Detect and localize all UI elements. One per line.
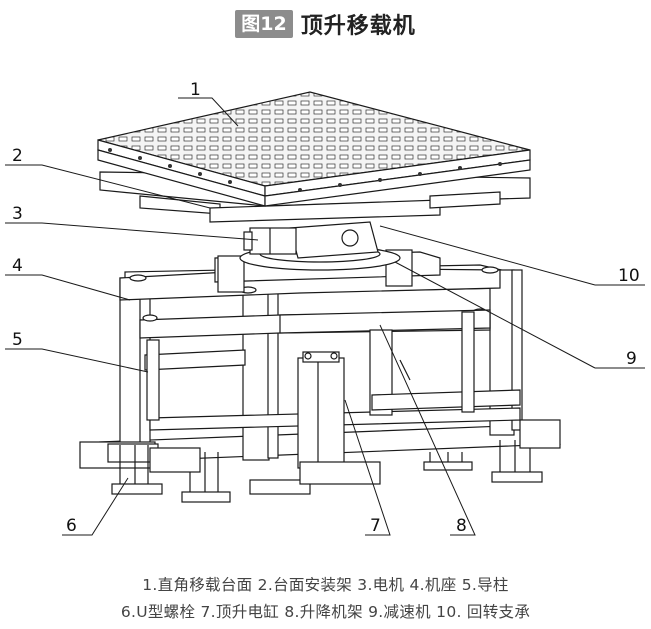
lifting-cylinder xyxy=(249,351,381,495)
callout-9: 9 xyxy=(626,349,637,369)
callout-5: 5 xyxy=(12,330,23,350)
leader-lines xyxy=(5,97,645,536)
callout-6: 6 xyxy=(66,516,77,536)
callout-numbers: 1 2 3 4 5 6 7 8 9 10 xyxy=(12,80,640,536)
callout-2: 2 xyxy=(12,146,23,166)
callout-1: 1 xyxy=(190,80,201,100)
guide-posts xyxy=(146,311,475,421)
figure-title-text: 顶升移载机 xyxy=(300,14,416,39)
caption-line-2: 6.U型螺栓 7.顶升电缸 8.升降机架 9.减速机 10. 回转支承 xyxy=(120,603,531,621)
drive-assembly xyxy=(239,221,401,271)
figure-number-badge: 图12 xyxy=(235,10,293,38)
caption-line-1: 1.直角移载台面 2.台面安装架 3.电机 4.机座 5.导柱 xyxy=(142,576,509,594)
motor xyxy=(249,227,297,255)
callout-8: 8 xyxy=(456,516,467,536)
u-bolt-feet xyxy=(79,419,561,503)
callout-3: 3 xyxy=(12,204,23,224)
reducer xyxy=(289,221,379,259)
callout-7: 7 xyxy=(370,516,381,536)
lifting-transfer-machine xyxy=(79,91,561,503)
u-bolt-left xyxy=(111,445,163,495)
callout-4: 4 xyxy=(12,256,23,276)
u-bolt-right xyxy=(423,440,543,483)
machine-drawing: 1 2 3 4 5 6 7 8 9 10 xyxy=(5,80,645,536)
figure-title: 图12 顶升移载机 xyxy=(0,6,651,42)
callout-10: 10 xyxy=(618,266,640,286)
transfer-table xyxy=(97,91,531,207)
